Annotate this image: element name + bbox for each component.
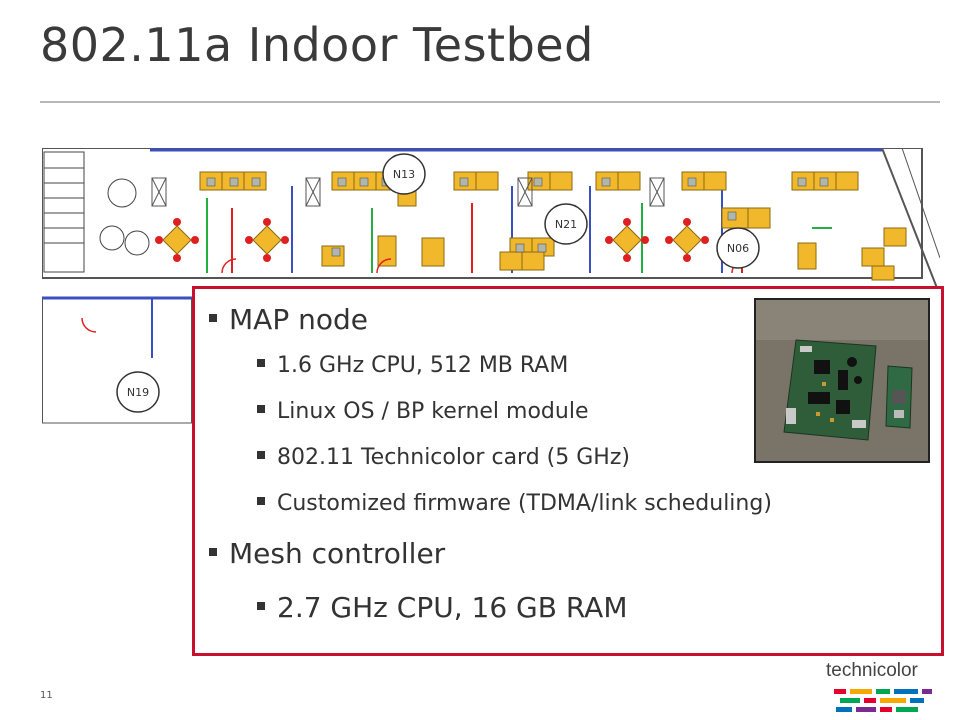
bullet-text: Mesh controller [229, 537, 446, 570]
bullet-text: MAP node [229, 303, 368, 336]
bullet-linux-os: Linux OS / BP kernel module [257, 399, 588, 424]
bullet-mesh-controller: Mesh controller [209, 537, 445, 570]
node-marker-n21: N21 [544, 203, 588, 245]
bullet-wifi-card: 802.11 Technicolor card (5 GHz) [257, 445, 630, 470]
bullet-icon [257, 359, 265, 367]
bullet-icon [257, 602, 265, 610]
bullet-map-node: MAP node [209, 303, 368, 336]
bullet-text: Linux OS / BP kernel module [277, 399, 589, 424]
svg-text:N06: N06 [727, 242, 749, 255]
bullet-text: Customized firmware (TDMA/link schedulin… [277, 491, 772, 516]
node-marker-n13: N13 [382, 153, 426, 195]
node-marker-n19: N19 [116, 371, 160, 413]
bullet-icon [257, 497, 265, 505]
bullet-icon [257, 451, 265, 459]
bullet-text: 802.11 Technicolor card (5 GHz) [277, 445, 630, 470]
title-divider [40, 101, 940, 103]
logo-bars-icon [834, 689, 932, 712]
svg-text:N13: N13 [393, 168, 415, 181]
bullet-icon [257, 405, 265, 413]
hardware-photo [754, 298, 930, 463]
bullet-text: 1.6 GHz CPU, 512 MB RAM [277, 353, 569, 378]
floorplan-diagram: N13 N21 N06 N19 [42, 148, 940, 424]
bullet-cpu-ram: 1.6 GHz CPU, 512 MB RAM [257, 353, 568, 378]
technicolor-logo: technicolor [826, 660, 946, 716]
bullet-controller-specs: 2.7 GHz CPU, 16 GB RAM [257, 591, 627, 624]
svg-text:N19: N19 [127, 386, 149, 399]
logo-wordmark: technicolor [826, 660, 918, 681]
bullet-icon [209, 314, 217, 322]
bullet-firmware: Customized firmware (TDMA/link schedulin… [257, 491, 772, 516]
svg-text:N21: N21 [555, 218, 577, 231]
slide-number: 11 [40, 690, 53, 701]
slide-title: 802.11a Indoor Testbed [40, 18, 594, 72]
node-marker-n06: N06 [716, 227, 760, 269]
bullet-text: 2.7 GHz CPU, 16 GB RAM [277, 591, 628, 624]
bullet-icon [209, 548, 217, 556]
